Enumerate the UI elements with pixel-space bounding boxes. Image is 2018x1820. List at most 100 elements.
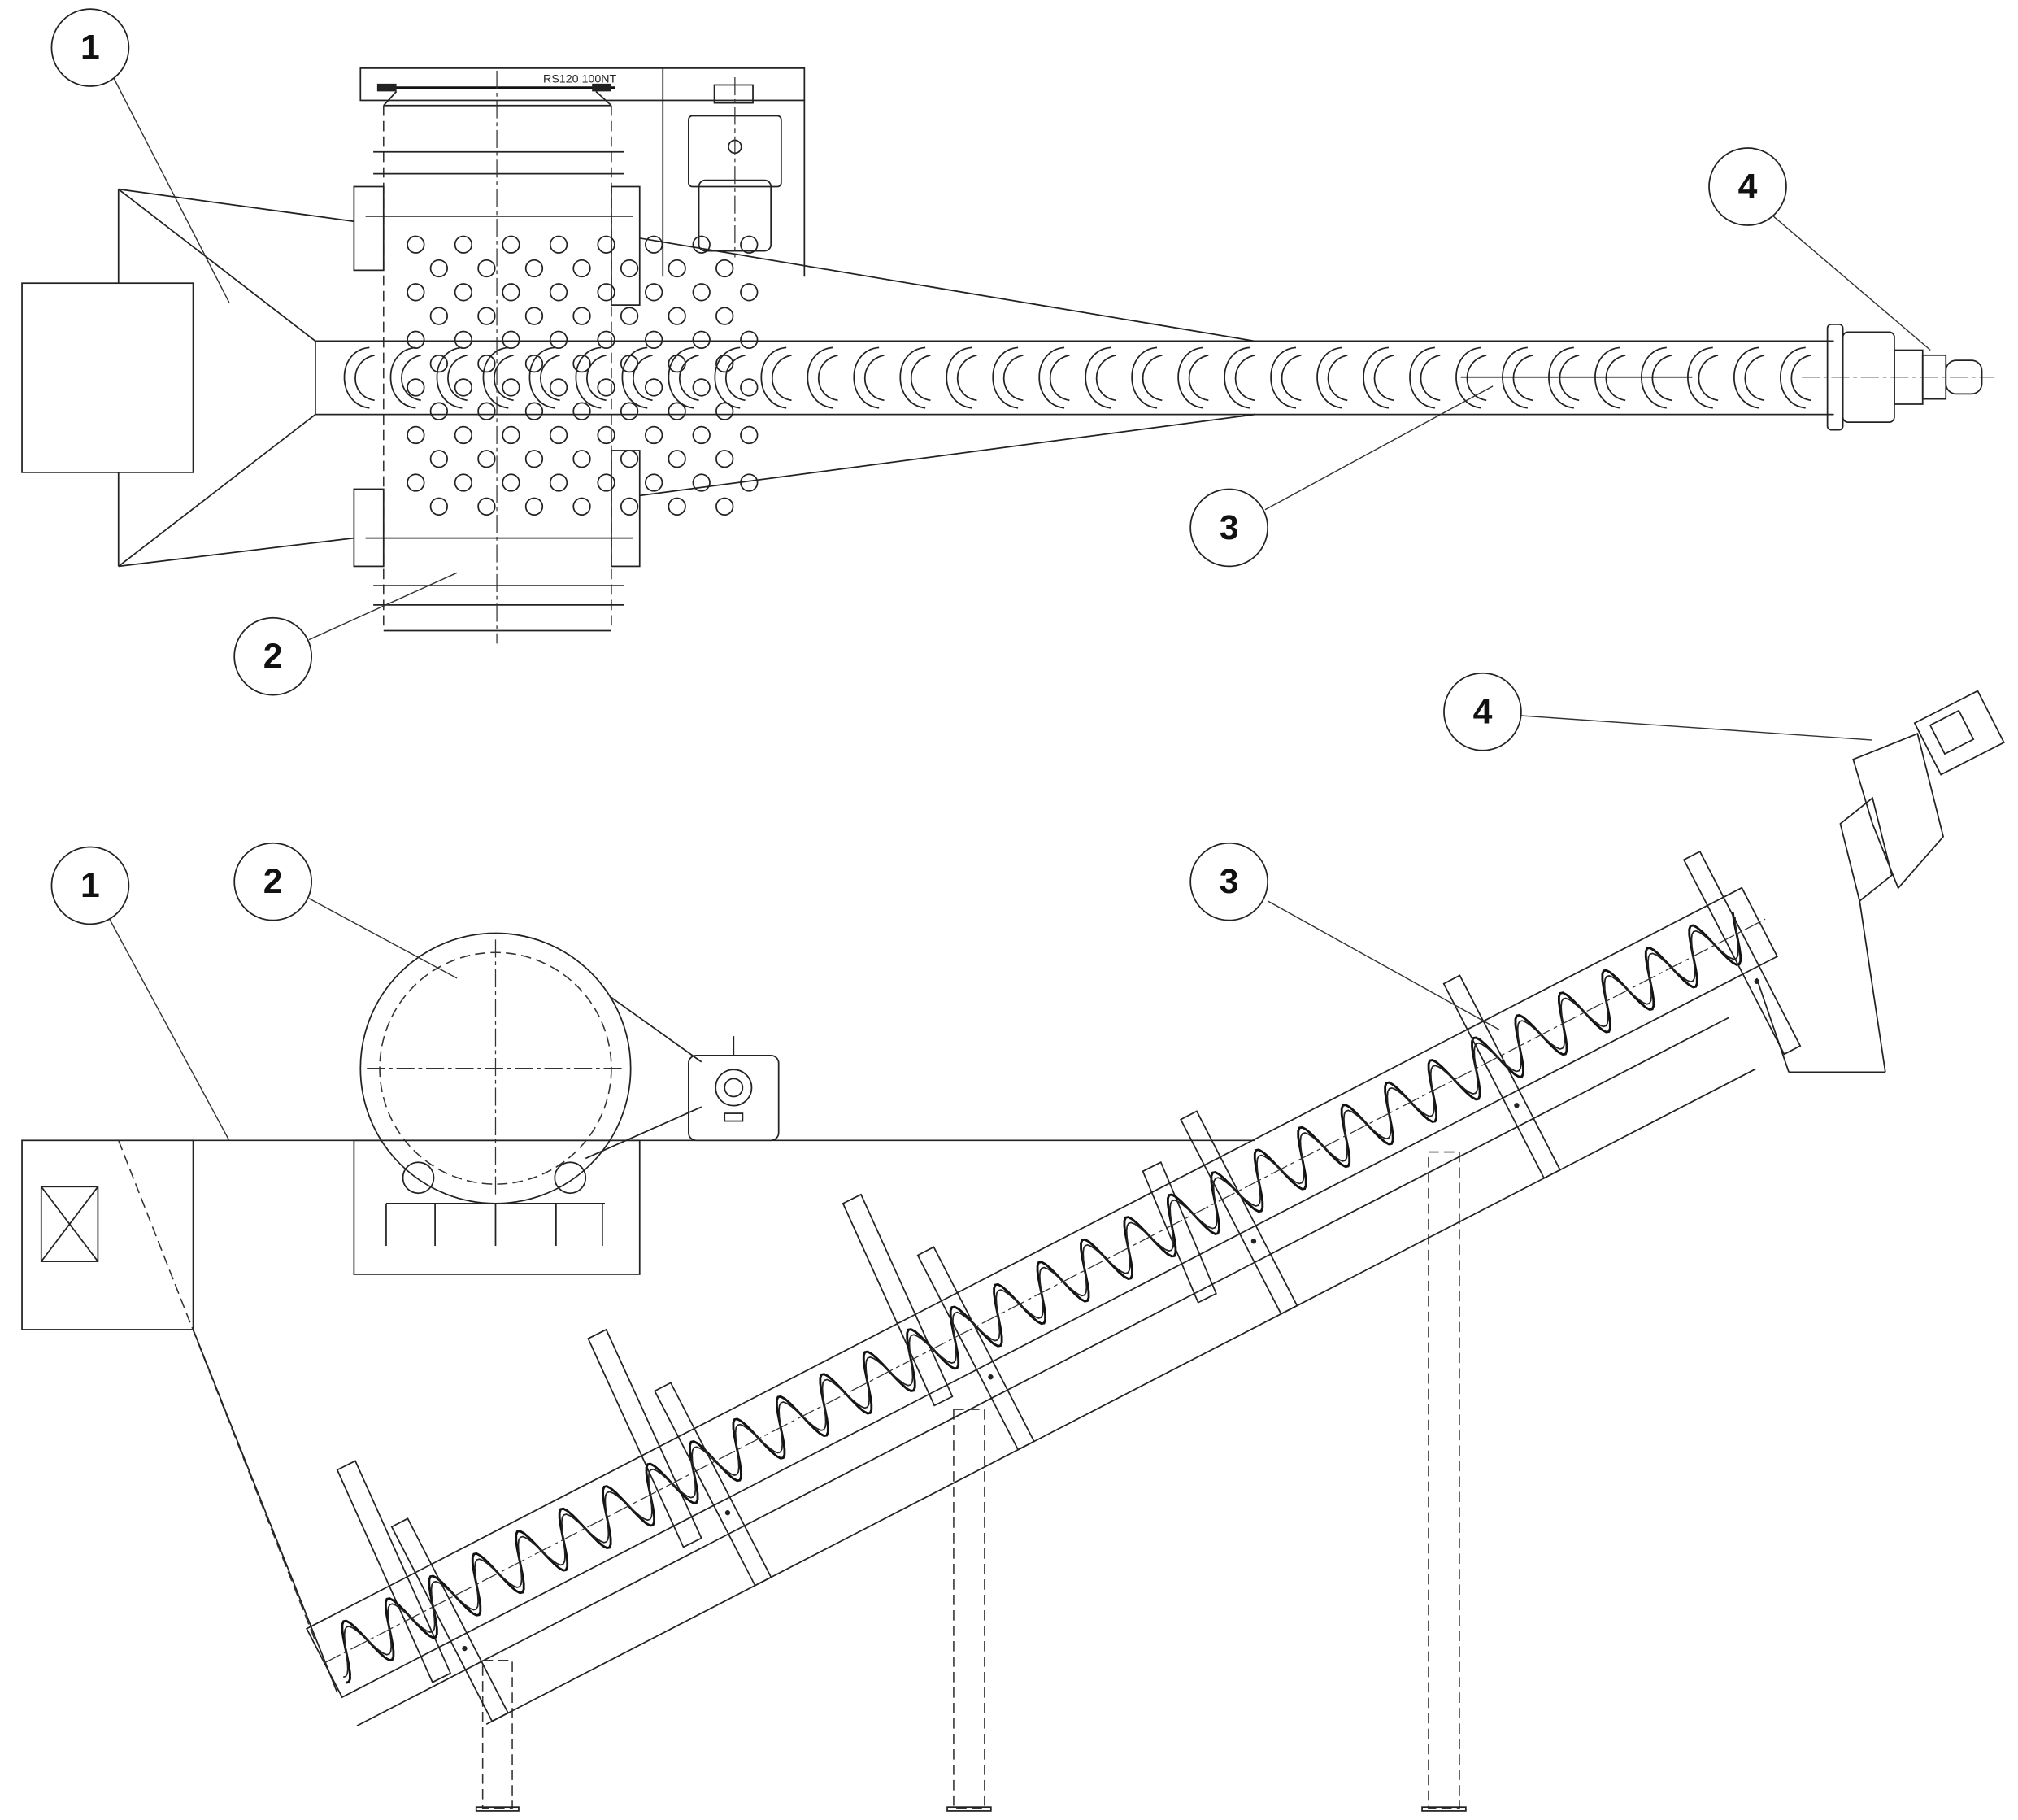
hopper-side — [21, 1139, 1255, 1693]
perforation-hole — [524, 307, 544, 325]
perforation-hole — [407, 378, 425, 397]
screw-flight — [1641, 346, 1672, 409]
inclined-screw-conveyor — [306, 850, 1802, 1727]
screw-spiral-inner — [342, 917, 1739, 1678]
hopper-plan — [117, 188, 354, 568]
perforation-hole — [740, 235, 759, 254]
perforation-hole — [524, 259, 544, 278]
drive-unit-side — [1755, 690, 2005, 1073]
perforation-hole — [454, 283, 473, 302]
callout-3: 3 — [1189, 842, 1269, 921]
perforation-hole — [597, 378, 615, 397]
drum-support-legs — [385, 1203, 603, 1247]
perforation-hole — [502, 283, 520, 302]
screw-flight — [1085, 346, 1116, 409]
screw-flight — [528, 346, 560, 409]
perforation-hole — [429, 259, 449, 278]
perforation-hole — [549, 425, 568, 445]
screw-flight — [343, 346, 375, 409]
flange-joint — [916, 1246, 1036, 1451]
screw-flight — [1409, 346, 1441, 409]
perforation-hole — [549, 473, 568, 492]
trough-line — [356, 1017, 1730, 1727]
perforation-hole — [740, 473, 759, 492]
screw-flights-side — [341, 912, 1742, 1684]
perforation-hole — [407, 330, 425, 350]
perforation-hole — [620, 307, 639, 325]
perforation-hole — [407, 473, 425, 492]
perforation-hole — [668, 497, 686, 516]
screw-flight — [389, 346, 421, 409]
perforation-hole — [502, 378, 520, 397]
screw-flight — [575, 346, 607, 409]
perforation-hole — [597, 425, 615, 445]
perforation-hole — [454, 378, 473, 397]
perforation-hole — [477, 259, 496, 278]
screw-flight — [668, 346, 699, 409]
perforation-hole — [454, 473, 473, 492]
svg-text:3: 3 — [1220, 508, 1239, 547]
screw-flight — [946, 346, 977, 409]
screw-flight — [1224, 346, 1255, 409]
perforation-hole — [692, 330, 711, 350]
perforation-hole — [597, 473, 615, 492]
screw-flight — [1131, 346, 1163, 409]
screen-drum-side — [353, 932, 702, 1275]
perforation-hole — [407, 235, 425, 254]
perforation-hole — [620, 450, 639, 468]
perforation-hole — [477, 497, 496, 516]
screw-flight — [1594, 346, 1626, 409]
perforation-hole — [549, 330, 568, 350]
perforation-hole — [524, 450, 544, 468]
bolt — [462, 1645, 468, 1652]
screw-flight — [1780, 346, 1811, 409]
support-legs — [475, 1151, 1467, 1812]
flange-joint — [1180, 1110, 1298, 1315]
svg-text:3: 3 — [1220, 862, 1239, 901]
screw-flight — [1733, 346, 1765, 409]
screw-flight — [760, 346, 792, 409]
perforation-hole — [645, 378, 663, 397]
svg-text:1: 1 — [80, 866, 100, 905]
perforation-hole — [502, 473, 520, 492]
screw-flight — [1455, 346, 1487, 409]
perforation-hole — [645, 283, 663, 302]
screw-flight — [1548, 346, 1580, 409]
upright-plates — [336, 1161, 1217, 1683]
perforation-hole — [715, 307, 734, 325]
perforation-hole — [692, 425, 711, 445]
perforation-hole — [429, 450, 449, 468]
screw-spiral — [341, 912, 1742, 1684]
screen-model-label: RS120 100NT — [543, 72, 617, 85]
top-view: RS120 100NT — [21, 8, 1995, 696]
perforation-hole — [645, 330, 663, 350]
perforation-hole — [524, 402, 544, 420]
screw-flight — [1038, 346, 1070, 409]
screw-axis — [324, 918, 1766, 1664]
perforation-hole — [572, 259, 591, 278]
conveyor-trough-plan — [315, 237, 1834, 497]
perforation-hole — [572, 450, 591, 468]
perforation-hole — [645, 473, 663, 492]
perforation-hole — [597, 330, 615, 350]
perforation-hole — [645, 425, 663, 445]
svg-text:4: 4 — [1738, 167, 1758, 206]
perforation-hole — [597, 283, 615, 302]
callout-4: 4 — [1708, 147, 1787, 226]
svg-text:2: 2 — [263, 862, 283, 901]
perforation-hole — [620, 497, 639, 516]
flange-joint — [390, 1517, 510, 1722]
screw-flight — [807, 346, 838, 409]
perforation-hole — [407, 425, 425, 445]
bolt — [1250, 1239, 1257, 1244]
perforation-hole — [668, 307, 686, 325]
flange-joint — [1682, 850, 1802, 1056]
screw-flight — [1316, 346, 1348, 409]
perforation-hole — [572, 402, 591, 420]
bolt — [1514, 1103, 1520, 1108]
screw-flight — [1270, 346, 1302, 409]
perforation-hole — [740, 283, 759, 302]
callout-3: 3 — [1189, 488, 1269, 568]
perforation-hole — [429, 402, 449, 420]
